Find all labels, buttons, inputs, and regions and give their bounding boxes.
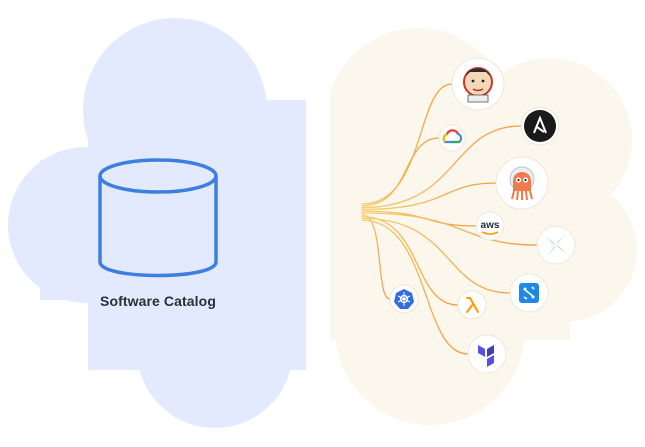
integration-nodes: aws: [389, 57, 576, 374]
lambda-icon: [466, 297, 479, 313]
azure-devops-node: [509, 273, 549, 313]
airflow-node: [536, 225, 576, 265]
terraform-icon: [478, 345, 494, 367]
database-icon: [98, 158, 218, 278]
connector-line: [361, 137, 440, 207]
connector-line: [361, 125, 522, 209]
lambda-node: [457, 290, 487, 320]
aws-icon: aws: [481, 220, 500, 235]
azure-devops-icon: [519, 283, 539, 303]
terraform-node: [467, 334, 507, 374]
ansible-icon: [524, 110, 556, 142]
aws-icon-text: aws: [481, 220, 500, 231]
connector-line: [361, 182, 497, 211]
ansible-node: [520, 106, 560, 146]
connector-line: [361, 215, 459, 306]
jenkins-icon: [463, 67, 493, 103]
software-catalog-label: Software Catalog: [100, 293, 216, 309]
left-cloud-background: [8, 18, 306, 428]
aws-node: aws: [475, 211, 505, 241]
connector-line: [361, 219, 469, 355]
kubernetes-node: [389, 284, 419, 314]
google-cloud-icon: [442, 129, 463, 144]
connector-line: [361, 83, 453, 205]
airflow-icon: [545, 234, 567, 256]
connector-lines: [361, 83, 538, 355]
argo-icon: [509, 166, 535, 201]
argo-node: [495, 156, 549, 210]
connector-line: [361, 217, 511, 294]
connector-line: [361, 212, 538, 246]
jenkins-node: [451, 57, 505, 111]
google-cloud-node: [438, 124, 466, 152]
kubernetes-icon: [394, 289, 414, 309]
node-circle: [438, 124, 466, 152]
